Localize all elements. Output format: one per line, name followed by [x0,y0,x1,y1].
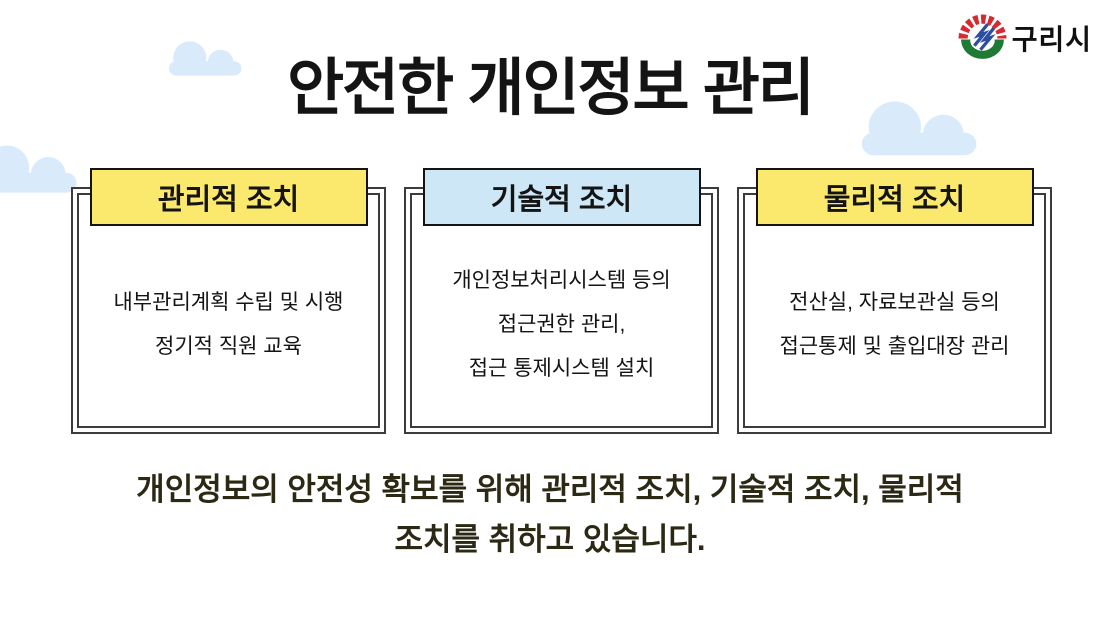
card-administrative-body: 내부관리계획 수립 및 시행 정기적 직원 교육 [77,193,380,428]
card-body-line: 내부관리계획 수립 및 시행 [113,290,344,314]
cloud-icon [164,36,250,78]
card-physical: 물리적 조치 전산실, 자료보관실 등의 접근통제 및 출입대장 관리 [737,168,1052,434]
card-physical-body: 전산실, 자료보관실 등의 접근통제 및 출입대장 관리 [743,193,1046,428]
card-physical-box: 전산실, 자료보관실 등의 접근통제 및 출입대장 관리 [737,187,1052,434]
summary-line: 개인정보의 안전성 확보를 위해 관리적 조치, 기술적 조치, 물리적 [136,472,964,507]
card-body-line: 접근 통제시스템 설치 [468,356,655,380]
page-title: 안전한 개인정보 관리 [287,54,815,123]
card-body-line: 정기적 직원 교육 [155,334,302,358]
cloud-icon [0,138,88,196]
card-body-line: 접근통제 및 출입대장 관리 [779,334,1010,358]
card-body-line: 접근권한 관리, [497,312,626,336]
guri-city-emblem-icon [958,13,1007,62]
card-technical-body: 개인정보처리시스템 등의 접근권한 관리, 접근 통제시스템 설치 [410,193,713,428]
summary-line: 조치를 취하고 있습니다. [394,522,706,557]
card-technical: 기술적 조치 개인정보처리시스템 등의 접근권한 관리, 접근 통제시스템 설치 [404,168,719,434]
card-technical-header: 기술적 조치 [422,168,701,226]
card-physical-header: 물리적 조치 [755,168,1034,226]
card-body-line: 개인정보처리시스템 등의 [452,268,671,292]
card-body-line: 전산실, 자료보관실 등의 [789,290,1000,314]
logo-text: 구리시 [1011,23,1092,55]
logo: 구리시 [958,13,1092,62]
card-administrative-box: 내부관리계획 수립 및 시행 정기적 직원 교육 [71,187,386,434]
card-administrative: 관리적 조치 내부관리계획 수립 및 시행 정기적 직원 교육 [71,168,386,434]
summary-text: 개인정보의 안전성 확보를 위해 관리적 조치, 기술적 조치, 물리적 조치를… [0,465,1100,565]
card-administrative-header: 관리적 조치 [89,168,368,226]
cloud-icon [854,93,990,159]
